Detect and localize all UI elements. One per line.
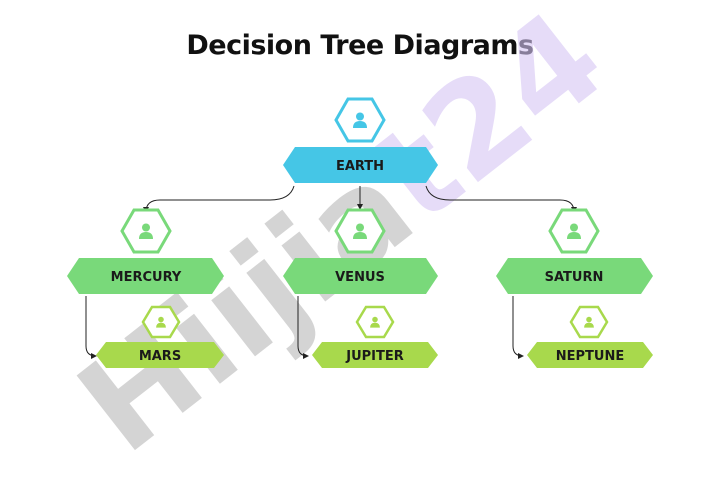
node-mars: MARS [96,305,224,368]
connector-saturn-neptune [512,296,524,359]
node-venus: VENUS [283,208,438,294]
saturn-box [496,258,653,294]
neptune-box [527,342,653,368]
node-neptune: NEPTUNE [527,305,653,368]
neptune-label: NEPTUNE [556,349,624,364]
page-title: Decision Tree Diagrams [186,30,534,61]
mercury-box [67,258,224,294]
node-earth: EARTH [283,97,438,183]
venus-box [283,258,438,294]
earth-label: EARTH [336,159,384,174]
mars-label: MARS [139,349,181,364]
jupiter-label: JUPITER [345,349,404,364]
connector-earth-saturn [425,185,577,213]
connector-mercury-mars [85,296,97,359]
venus-label: VENUS [335,270,385,285]
saturn-label: SATURN [545,270,604,285]
mercury-label: MERCURY [111,270,182,285]
node-saturn: SATURN [496,208,653,294]
decision-tree: EARTH MERCURY VENUS SATURN MARS JUPITER [67,97,653,368]
node-jupiter: JUPITER [312,305,438,368]
connector-earth-mercury [143,185,295,213]
jupiter-box [312,342,438,368]
connectors [85,185,577,359]
connector-venus-jupiter [297,296,309,359]
earth-box [283,147,438,183]
mars-box [96,342,224,368]
node-mercury: MERCURY [67,208,224,294]
